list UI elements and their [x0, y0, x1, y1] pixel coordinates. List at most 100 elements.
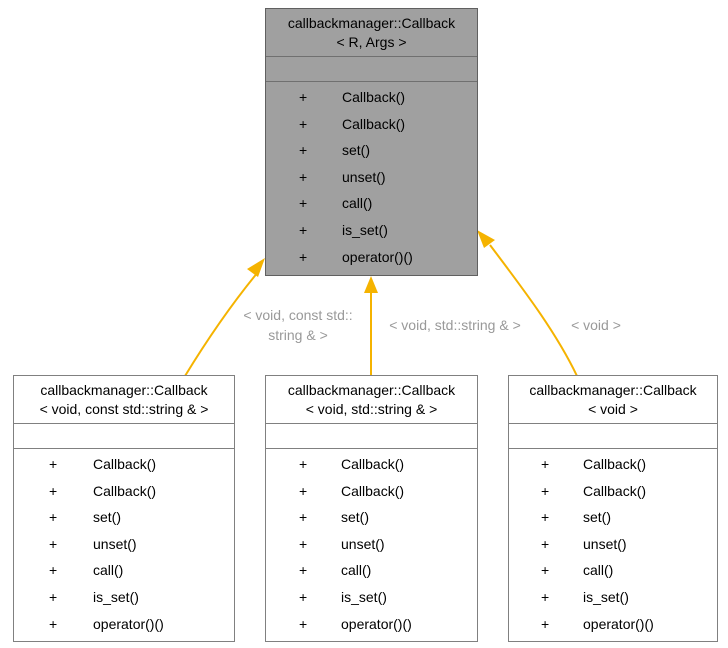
edge-label-void: < void > [562, 315, 630, 335]
method-name: is_set() [342, 221, 388, 238]
method-row: + Callback() [509, 451, 717, 478]
visibility-marker: + [541, 456, 550, 472]
method-row: + Callback() [14, 451, 234, 478]
visibility-marker: + [541, 535, 550, 552]
method-row: +unset() [14, 531, 234, 558]
class-box-callback-void-const-string[interactable]: callbackmanager::Callback < void, const … [13, 375, 235, 642]
method-row: + call() [14, 557, 234, 584]
method-name: set() [93, 509, 121, 526]
method-name: unset() [342, 168, 386, 185]
visibility-marker: + [299, 509, 308, 526]
edge-label-string-ref: < void, std::string & > [374, 315, 536, 335]
class-box-callback-void-string-ref[interactable]: callbackmanager::Callback < void, std::s… [265, 375, 478, 642]
edge-label-line: < void, std::string & > [389, 317, 521, 333]
method-row: + unset() [266, 531, 477, 558]
attributes-compartment [14, 423, 234, 448]
method-row: + operator()() [266, 611, 477, 638]
visibility-marker: + [49, 535, 58, 552]
method-row: + is_set() [509, 584, 717, 611]
template-params: < void, const std::string & > [39, 401, 209, 417]
method-name: Callback() [341, 482, 405, 499]
visibility-marker: + [49, 615, 58, 632]
edge-child3-arrowhead [477, 230, 495, 248]
edge-child1-to-parent [184, 271, 259, 377]
visibility-marker: + [541, 509, 550, 526]
class-title: callbackmanager::Callback < void, std::s… [266, 376, 477, 423]
edge-child3-to-parent [489, 244, 578, 377]
edge-child2-arrowhead [364, 276, 378, 293]
visibility-marker: + [541, 482, 550, 499]
visibility-marker: + [299, 142, 308, 159]
template-params: < void, std::string & > [305, 401, 438, 417]
class-name: callbackmanager::Callback [529, 382, 697, 398]
methods-compartment: +Callback() +Callback() +set() +unset() … [509, 448, 717, 637]
method-name: Callback() [583, 482, 647, 499]
visibility-marker: + [541, 588, 550, 605]
methods-compartment: +Callback() +Callback() +set() +unset() … [14, 448, 234, 637]
edge-label-line: < void > [571, 317, 621, 333]
method-name: call() [93, 562, 124, 579]
method-name: Callback() [583, 456, 647, 472]
visibility-marker: + [541, 562, 550, 579]
method-name: call() [583, 562, 614, 579]
visibility-marker: + [541, 615, 550, 632]
method-name: set() [341, 509, 369, 526]
visibility-marker: + [299, 615, 308, 632]
visibility-marker: + [49, 588, 58, 605]
class-name: callbackmanager::Callback [287, 15, 456, 31]
method-name: call() [342, 195, 373, 212]
visibility-marker: + [299, 535, 308, 552]
method-name: set() [342, 142, 370, 159]
visibility-marker: + [299, 89, 308, 105]
method-row: +call() [266, 557, 477, 584]
attributes-compartment [266, 56, 477, 81]
class-title: callbackmanager::Callback < void > [509, 376, 717, 423]
method-row: +is_set() [266, 584, 477, 611]
method-name: unset() [583, 535, 627, 552]
method-row: + unset() [509, 531, 717, 558]
visibility-marker: + [299, 588, 308, 605]
methods-compartment: +Callback() +Callback() +set() +unset() … [266, 448, 477, 637]
method-name: operator()() [341, 615, 412, 632]
method-name: Callback() [93, 482, 157, 499]
method-row: + set() [266, 504, 477, 531]
method-row: + is_set() [266, 217, 477, 244]
method-row: + is_set() [14, 584, 234, 611]
method-name: is_set() [93, 588, 139, 605]
class-title: callbackmanager::Callback < void, const … [14, 376, 234, 423]
class-box-callback-void[interactable]: callbackmanager::Callback < void > +Call… [508, 375, 718, 642]
method-row: + Callback() [266, 84, 477, 111]
method-row: + Callback() [14, 478, 234, 505]
method-name: Callback() [93, 456, 157, 472]
method-row: + Callback() [266, 478, 477, 505]
method-row: + operator()() [266, 244, 477, 271]
visibility-marker: + [299, 221, 308, 238]
class-name: callbackmanager::Callback [287, 382, 456, 398]
class-box-callback-template[interactable]: callbackmanager::Callback < R, Args > +C… [265, 8, 478, 276]
attributes-compartment [509, 423, 717, 448]
method-name: is_set() [583, 588, 629, 605]
edge-label-const-string: < void, const std:: string & > [228, 305, 368, 345]
method-row: + Callback() [266, 451, 477, 478]
method-row: + set() [14, 504, 234, 531]
visibility-marker: + [49, 482, 58, 499]
visibility-marker: + [49, 562, 58, 579]
method-name: Callback() [342, 89, 406, 105]
method-name: unset() [341, 535, 385, 552]
method-row: +call() [266, 190, 477, 217]
visibility-marker: + [299, 248, 308, 265]
visibility-marker: + [299, 456, 308, 472]
visibility-marker: + [299, 562, 308, 579]
method-name: Callback() [341, 456, 405, 472]
method-name: Callback() [342, 115, 406, 132]
class-title: callbackmanager::Callback < R, Args > [266, 9, 477, 56]
method-name: set() [583, 509, 611, 526]
visibility-marker: + [299, 482, 308, 499]
visibility-marker: + [49, 456, 58, 472]
method-name: operator()() [342, 248, 413, 265]
visibility-marker: + [49, 509, 58, 526]
method-row: +operator()() [14, 611, 234, 638]
method-name: operator()() [583, 615, 654, 632]
method-row: +Callback() [266, 111, 477, 138]
